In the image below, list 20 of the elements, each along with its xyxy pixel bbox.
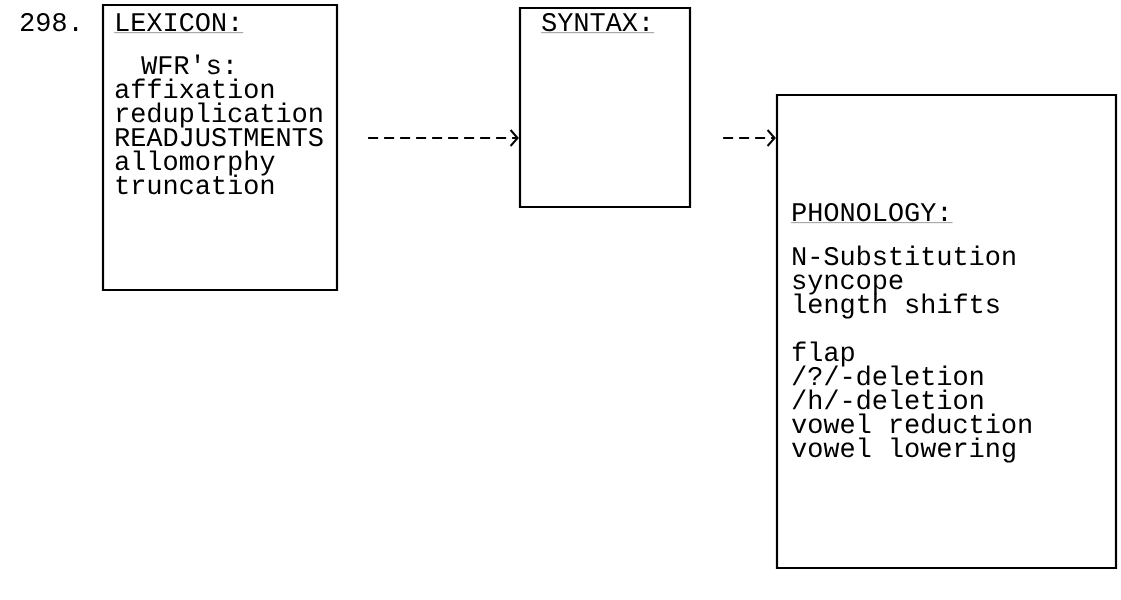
list-item: truncation	[116, 174, 274, 195]
list-item: N-Substitution	[793, 245, 1015, 266]
heading: LEXICON:	[113, 13, 244, 33]
list-item: affixation	[115, 78, 274, 99]
list-item: WFR's:	[141, 54, 232, 75]
list-item: length shifts	[794, 293, 999, 319]
arrow	[368, 129, 519, 147]
heading: SYNTAX:	[540, 13, 655, 33]
item-number: 298.	[21, 13, 78, 32]
list-item: /h/-deletion	[792, 389, 983, 410]
list-item: READJUSTMENTS	[116, 128, 323, 147]
list-item: flap	[792, 341, 854, 367]
heading: PHONOLOGY:	[790, 203, 953, 223]
arrow	[723, 129, 776, 147]
list-item: /?/-deletion	[792, 365, 983, 386]
list-item: vowel lowering	[792, 437, 1015, 463]
list-item: reduplication	[117, 102, 322, 128]
list-item: allomorphy	[115, 150, 275, 176]
list-item: syncope	[793, 274, 903, 295]
list-item: vowel reduction	[792, 413, 1031, 434]
